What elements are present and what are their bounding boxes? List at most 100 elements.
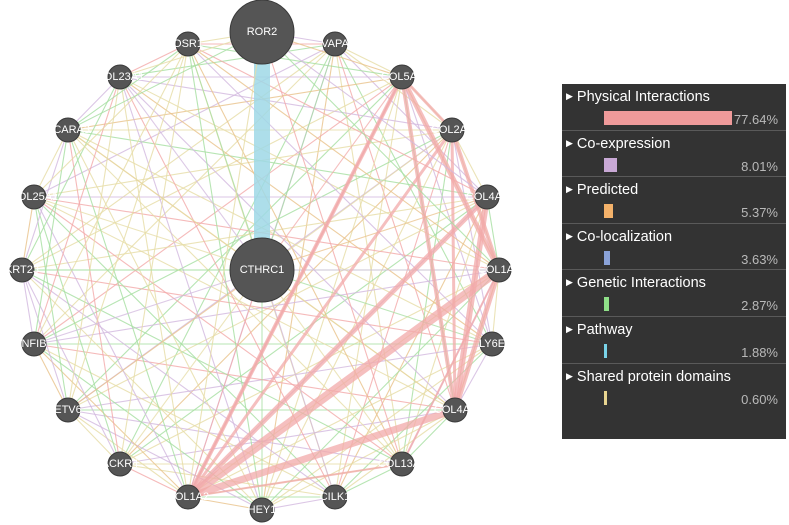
expand-triangle-icon[interactable]: ▶: [566, 277, 573, 288]
edge-LY6E-COL4A1: [454, 343, 493, 411]
node-circle[interactable]: [21, 184, 47, 210]
node-circle[interactable]: [439, 117, 465, 143]
edge-LY6E-COL1A2: [187, 343, 493, 498]
legend-weight-bar: [604, 157, 618, 172]
node-circle[interactable]: [486, 257, 512, 283]
node-col4a1[interactable]: COL4A1: [434, 397, 476, 423]
legend-percent: 0.60%: [741, 391, 778, 407]
node-circle[interactable]: [249, 497, 275, 523]
legend-title[interactable]: ▶Pathway: [566, 322, 633, 338]
edge-ETV6-COL23A1: [67, 76, 121, 411]
expand-triangle-icon[interactable]: ▶: [566, 323, 573, 334]
edge-CTHRC1-ETV6: [67, 269, 263, 411]
node-circle[interactable]: [107, 64, 133, 90]
node-circle[interactable]: [229, 237, 295, 303]
node-circle[interactable]: [389, 451, 415, 477]
edge-COL25A1-SCARA3: [33, 129, 69, 198]
node-label: NFIB: [21, 338, 46, 350]
node-krt23[interactable]: KRT23: [5, 257, 39, 283]
edge-ROR2-SCARA3: [67, 31, 263, 131]
legend-weight-bar: [604, 390, 607, 405]
node-circle[interactable]: [55, 397, 81, 423]
node-circle[interactable]: [175, 484, 201, 510]
node-cthrc1[interactable]: CTHRC1: [229, 237, 295, 303]
node-ly6e[interactable]: LY6E: [479, 331, 505, 357]
edge-COL2A1-COL25A1: [33, 129, 453, 198]
legend-title[interactable]: ▶Genetic Interactions: [566, 275, 706, 291]
edge-COL1A1-COL13A1: [401, 269, 500, 465]
node-col4a2[interactable]: COL4A2: [466, 184, 508, 210]
node-ror2[interactable]: ROR2: [229, 0, 295, 65]
node-cilk1[interactable]: CILK1: [320, 484, 351, 510]
node-circle[interactable]: [474, 184, 500, 210]
expand-triangle-icon[interactable]: ▶: [566, 230, 573, 241]
node-label: COL25A1: [10, 191, 58, 203]
edge-COL1A1-HEY1: [261, 269, 500, 511]
legend-title[interactable]: ▶Shared protein domains: [566, 369, 731, 385]
legend-weight-bar: [604, 343, 608, 358]
edge-COL1A2-COL2A1: [186, 129, 454, 498]
legend-row-shared-protein-domains[interactable]: ▶Shared protein domains 0.60%: [562, 364, 786, 411]
node-vapa[interactable]: VAPA: [321, 31, 350, 57]
node-ackr4[interactable]: ACKR4: [102, 451, 139, 477]
node-circle[interactable]: [479, 331, 505, 357]
edge-KRT23-COL23A1: [21, 76, 121, 271]
edge-COL2A1-CILK1: [334, 129, 453, 498]
node-col13a1[interactable]: COL13A1: [378, 451, 426, 477]
node-circle[interactable]: [21, 331, 47, 357]
node-osr1[interactable]: OSR1: [173, 31, 203, 57]
expand-triangle-icon[interactable]: ▶: [566, 370, 573, 381]
edge-COL4A2-OSR1: [187, 43, 488, 198]
edge-CTHRC1-COL25A1: [33, 196, 263, 271]
node-circle[interactable]: [175, 31, 201, 57]
node-circle[interactable]: [229, 0, 295, 65]
edge-COL5A2-OSR1: [187, 43, 403, 78]
node-etv6[interactable]: ETV6: [54, 397, 82, 423]
legend-title[interactable]: ▶Co-localization: [566, 229, 672, 245]
edge-ACKR4-SCARA3: [67, 129, 121, 465]
edge-CTHRC1-COL2A1: [261, 129, 453, 271]
node-scara3[interactable]: SCARA3: [46, 117, 90, 143]
edge-COL23A1-OSR1: [119, 43, 189, 78]
node-hey1[interactable]: HEY1: [248, 497, 277, 523]
node-circle[interactable]: [107, 451, 133, 477]
node-nfib[interactable]: NFIB: [21, 331, 47, 357]
expand-triangle-icon[interactable]: ▶: [566, 184, 573, 195]
node-circle[interactable]: [55, 117, 81, 143]
edge-CTHRC1-COL5A2: [261, 76, 403, 271]
edge-COL1A2-NFIB: [33, 343, 189, 498]
edge-ACKR4-KRT23: [21, 269, 121, 465]
expand-triangle-icon[interactable]: ▶: [566, 91, 573, 101]
edge-COL4A1-NFIB: [33, 343, 456, 411]
legend-weight-bar: [604, 204, 613, 219]
legend-title[interactable]: ▶Physical Interactions: [566, 89, 710, 105]
legend-label: Pathway: [576, 321, 633, 338]
node-circle[interactable]: [389, 64, 415, 90]
node-label: ETV6: [54, 404, 82, 416]
node-col5a2[interactable]: COL5A2: [381, 64, 423, 90]
node-col23a1[interactable]: COL23A1: [96, 64, 144, 90]
edge-LY6E-OSR1: [187, 43, 493, 345]
expand-triangle-icon[interactable]: ▶: [566, 137, 573, 148]
edge-CTHRC1-COL23A1: [119, 76, 263, 271]
legend-title[interactable]: ▶Co-expression: [566, 136, 670, 152]
edge-COL2A1-NFIB: [33, 129, 453, 345]
node-circle[interactable]: [9, 257, 35, 283]
legend-title[interactable]: ▶Predicted: [566, 182, 638, 198]
node-col1a2[interactable]: COL1A2: [167, 484, 209, 510]
node-label: ROR2: [247, 26, 278, 38]
node-circle[interactable]: [442, 397, 468, 423]
node-circle[interactable]: [322, 484, 348, 510]
node-col2a1[interactable]: COL2A1: [431, 117, 473, 143]
node-circle[interactable]: [322, 31, 348, 57]
node-col1a1[interactable]: COL1A1: [478, 257, 520, 283]
edge-VAPA-COL2A1: [334, 43, 453, 131]
edge-CTHRC1-SCARA3: [67, 129, 263, 271]
node-col25a1[interactable]: COL25A1: [10, 184, 58, 210]
